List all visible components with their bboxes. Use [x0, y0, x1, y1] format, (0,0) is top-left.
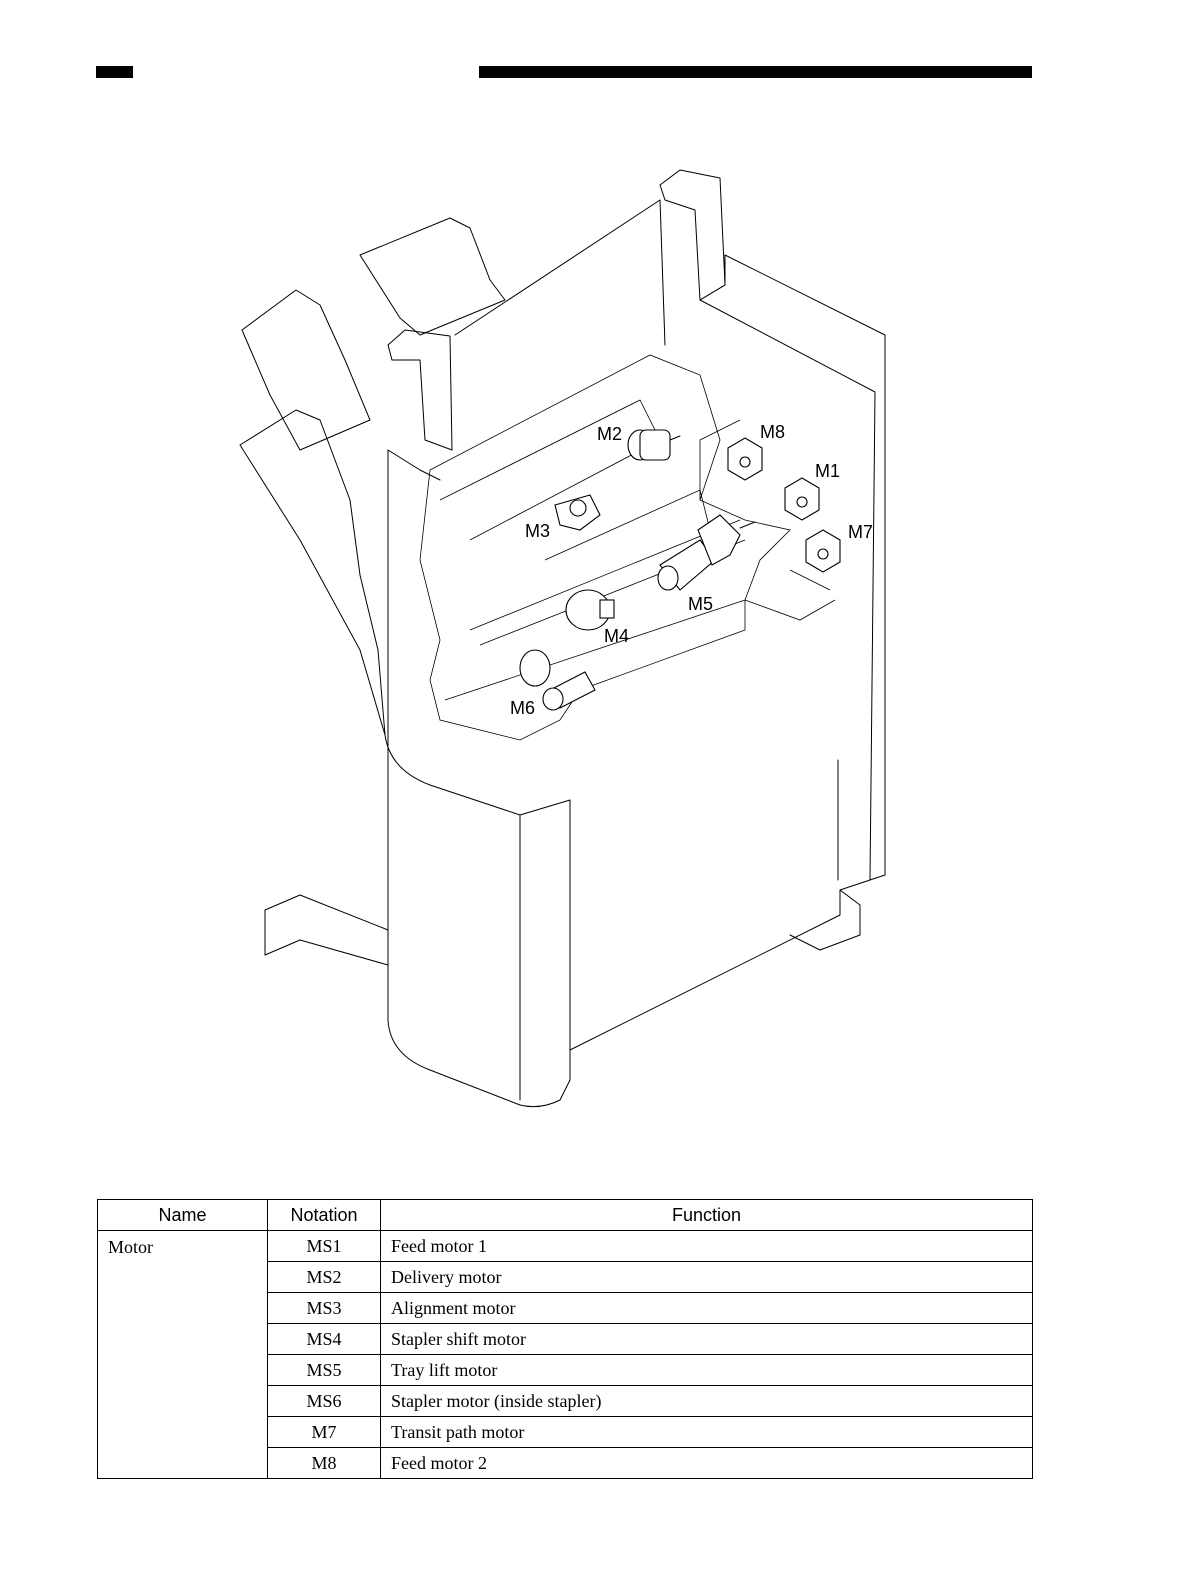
col-header-function: Function: [381, 1200, 1033, 1231]
label-m3: M3: [525, 521, 550, 541]
finisher-motor-diagram: M2 M8 M1 M7 M3 M5 M4 M6: [0, 0, 1191, 1130]
label-m7: M7: [848, 522, 873, 542]
motor-m2-icon: [628, 430, 680, 460]
label-m2: M2: [597, 424, 622, 444]
notation-cell: M8: [268, 1448, 381, 1479]
notation-cell: MS4: [268, 1324, 381, 1355]
lower-tray: [240, 410, 385, 735]
internal-chassis: [420, 355, 790, 740]
middle-tray: [242, 290, 370, 450]
notation-cell: MS5: [268, 1355, 381, 1386]
function-cell: Feed motor 2: [381, 1448, 1033, 1479]
function-cell: Tray lift motor: [381, 1355, 1033, 1386]
notation-cell: MS2: [268, 1262, 381, 1293]
group-name-cell: Motor: [98, 1231, 268, 1479]
base-foot: [265, 895, 388, 965]
notation-cell: M7: [268, 1417, 381, 1448]
function-cell: Delivery motor: [381, 1262, 1033, 1293]
motor-m1-icon: [785, 478, 819, 520]
notation-cell: MS3: [268, 1293, 381, 1324]
label-m4: M4: [604, 626, 629, 646]
function-cell: Stapler motor (inside stapler): [381, 1386, 1033, 1417]
notation-cell: MS6: [268, 1386, 381, 1417]
upper-tray: [360, 218, 505, 335]
table-row: Motor MS1 Feed motor 1: [98, 1231, 1033, 1262]
function-cell: Stapler shift motor: [381, 1324, 1033, 1355]
function-cell: Transit path motor: [381, 1417, 1033, 1448]
parts-table: Name Notation Function Motor MS1 Feed mo…: [97, 1199, 1033, 1479]
main-body: [388, 255, 885, 1107]
function-cell: Alignment motor: [381, 1293, 1033, 1324]
label-m6: M6: [510, 698, 535, 718]
motor-m4-icon: [566, 590, 614, 630]
front-column: [388, 330, 452, 450]
label-m8: M8: [760, 422, 785, 442]
col-header-notation: Notation: [268, 1200, 381, 1231]
col-header-name: Name: [98, 1200, 268, 1231]
rear-frame: [660, 170, 725, 300]
notation-cell: MS1: [268, 1231, 381, 1262]
motor-m5-icon: [658, 515, 755, 590]
motor-m3-icon: [555, 495, 600, 530]
table-header-row: Name Notation Function: [98, 1200, 1033, 1231]
label-m1: M1: [815, 461, 840, 481]
motor-m8-icon: [728, 438, 762, 480]
motor-m7-icon: [806, 530, 840, 572]
function-cell: Feed motor 1: [381, 1231, 1033, 1262]
label-m5: M5: [688, 594, 713, 614]
